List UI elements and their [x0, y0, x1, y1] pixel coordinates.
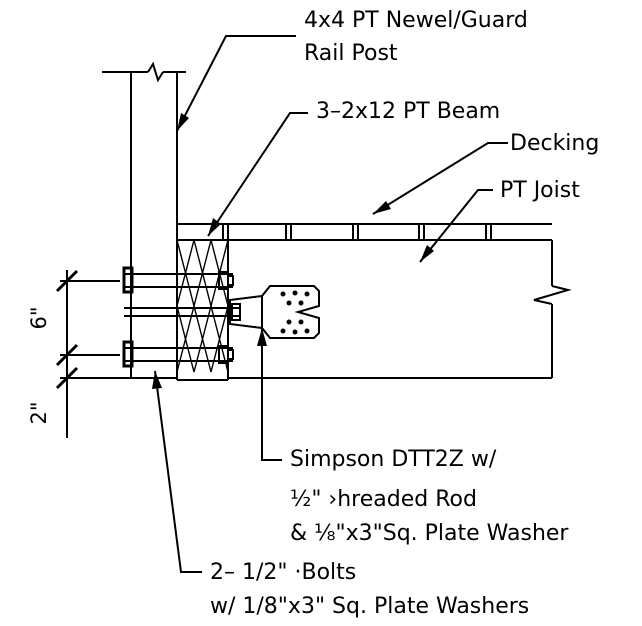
dimension-string: 6" 2": [27, 269, 131, 438]
dimension-upper-text: 6": [27, 306, 51, 329]
joist-break-symbol: [533, 285, 572, 305]
simpson-label-line3: & ⅛"x3"Sq. Plate Washer: [290, 521, 569, 546]
dimension-tick: [55, 343, 79, 367]
leader-arrow: [177, 113, 189, 131]
tie-nut: [231, 303, 241, 321]
simpson-dtt2z-tie: [229, 285, 320, 339]
bolts-label-line2: w/ 1/8"x3" Sq. Plate Washers: [210, 594, 529, 619]
decking: [177, 223, 552, 241]
leader-arrow: [152, 371, 162, 389]
through-bolt-lower: [122, 340, 234, 368]
leader-arrow: [257, 328, 267, 346]
beam-ply-mark: [176, 239, 195, 373]
dimension-lower-text: 2": [27, 401, 51, 424]
screw-hole: [298, 300, 304, 306]
beam-ply-mark: [193, 239, 212, 373]
screw-hole: [298, 319, 304, 325]
screw-hole: [286, 300, 292, 306]
beam-ply-mark: [193, 239, 212, 373]
plate-washer: [122, 266, 134, 294]
simpson-leader: [261, 328, 282, 461]
joist: [228, 240, 572, 379]
post-break-symbol: [147, 61, 164, 83]
beam: [176, 229, 229, 381]
post-label-line2: Rail Post: [304, 41, 398, 66]
beam-label: 3–2x12 PT Beam: [316, 99, 500, 124]
bolt-end: [227, 349, 234, 360]
dimension-tick: [55, 269, 79, 293]
newel-post: [102, 61, 186, 379]
leaders: [152, 35, 508, 573]
beam-ply-mark: [210, 239, 229, 373]
beam-ply-mark: [210, 239, 229, 373]
screw-hole: [292, 329, 298, 335]
simpson-label-line1: Simpson DTT2Z w/: [290, 447, 497, 472]
screw-hole: [280, 291, 286, 297]
leader-arrow: [208, 218, 221, 236]
post-leader: [176, 35, 296, 132]
leader-arrow: [373, 201, 391, 214]
post-label-line1: 4x4 PT Newel/Guard: [304, 8, 528, 33]
screw-hole: [304, 328, 310, 334]
dimension-tick: [55, 366, 79, 390]
beam-ply-mark: [176, 239, 195, 373]
bolt-end: [227, 275, 234, 286]
joist-label: PT Joist: [500, 178, 580, 203]
screw-hole: [280, 328, 286, 334]
decking-label: Decking: [510, 131, 599, 156]
plate-washer: [122, 340, 134, 368]
screw-hole: [304, 291, 310, 297]
bolts-leader: [154, 370, 202, 573]
leader-arrow: [420, 245, 434, 262]
decking-leader: [372, 142, 508, 215]
bolts-label-line1: 2– 1/2" ·Bolts: [210, 560, 356, 585]
through-bolt-upper: [122, 266, 234, 294]
joist-leader: [419, 189, 493, 263]
beam-leader: [207, 112, 308, 237]
screw-hole: [286, 319, 292, 325]
screw-hole: [292, 290, 298, 296]
simpson-label-line2: ½" ›hreaded Rod: [290, 487, 477, 512]
threaded-rod: [124, 307, 240, 317]
